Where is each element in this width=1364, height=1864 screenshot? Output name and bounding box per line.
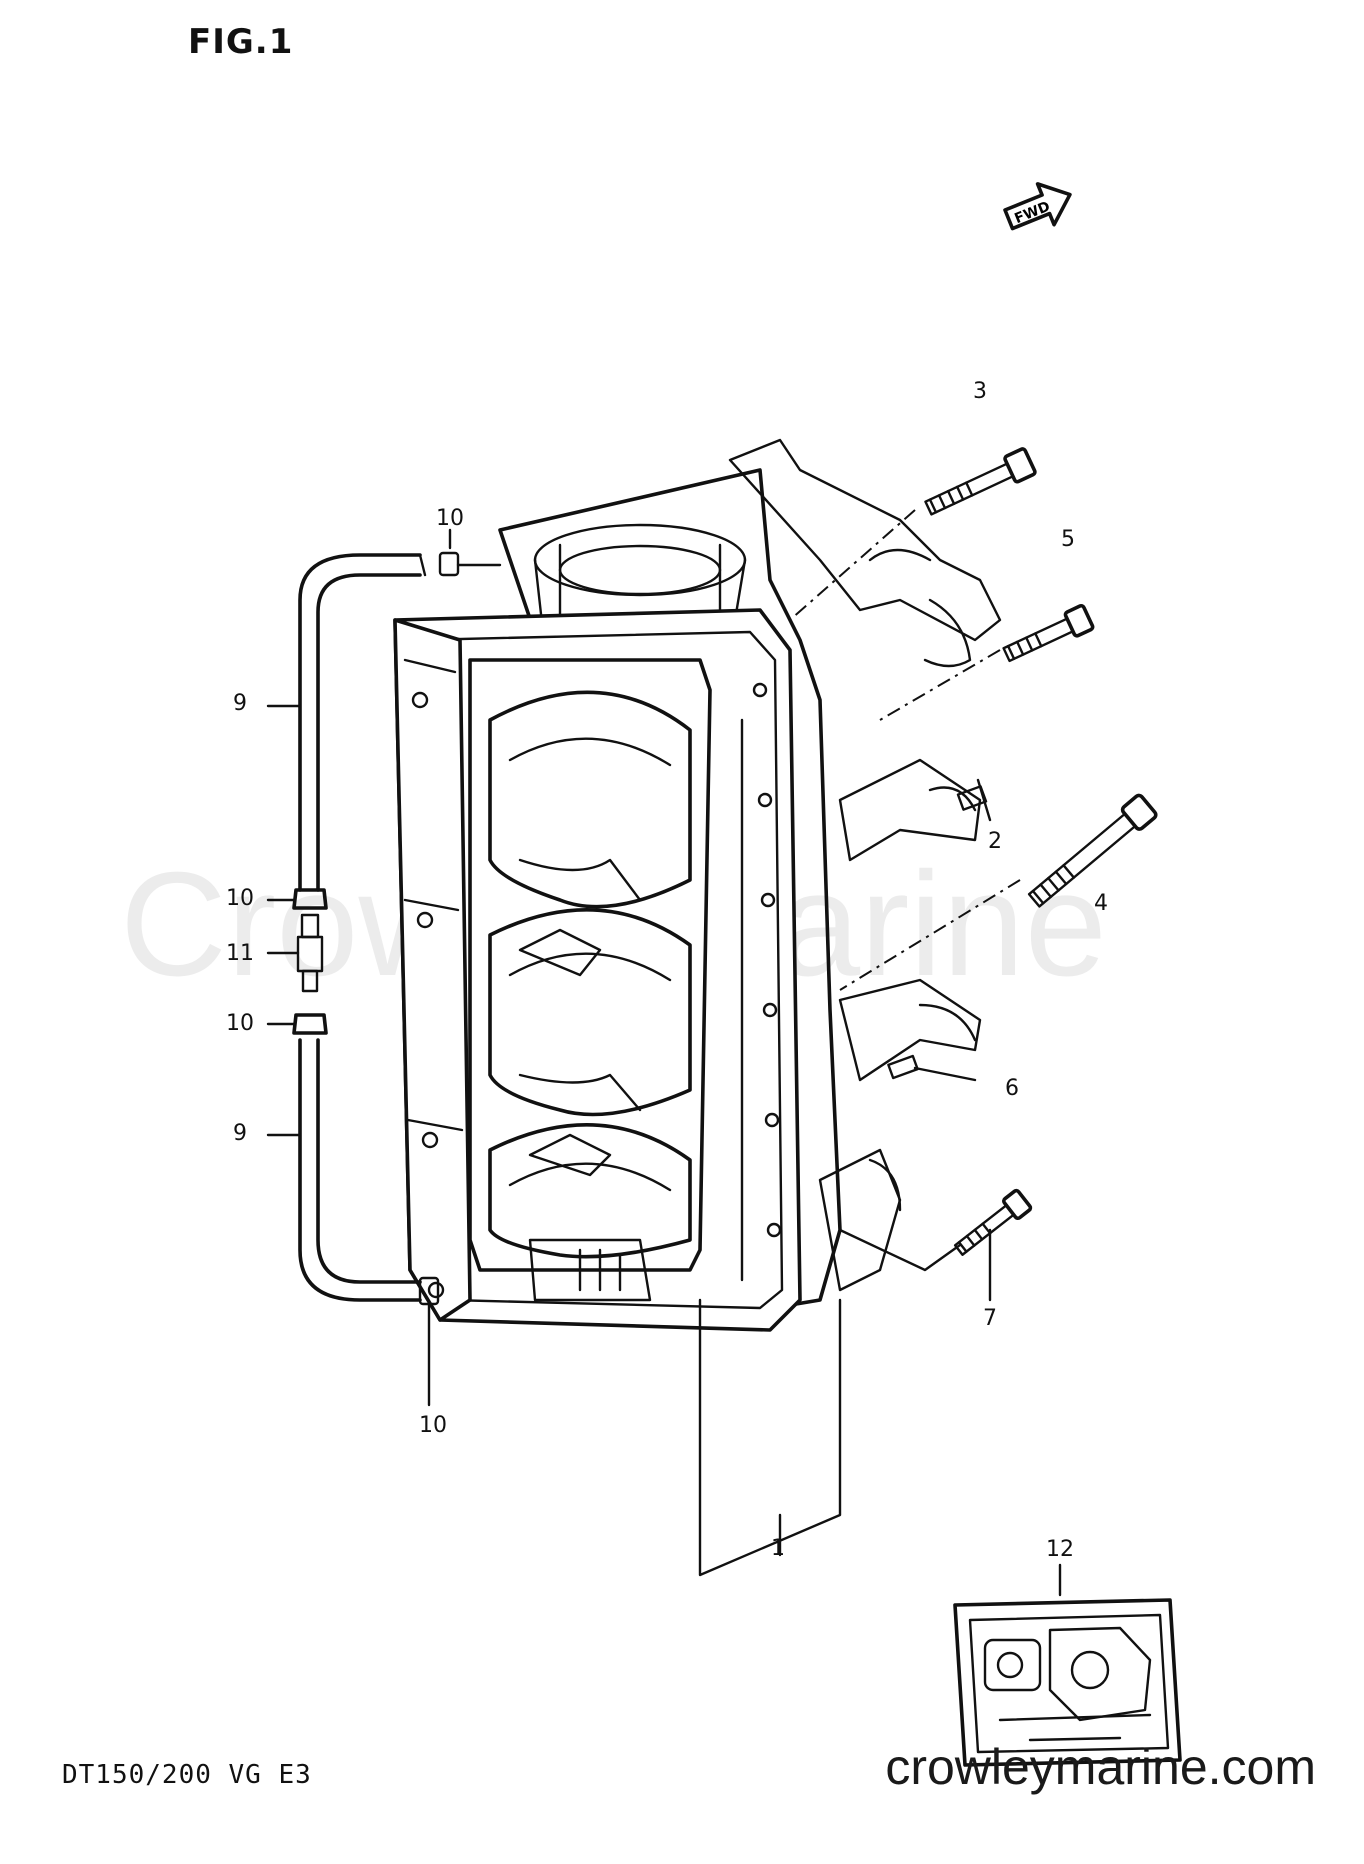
callout-3: 3 xyxy=(973,379,987,404)
callout-9-upper: 9 xyxy=(233,691,247,716)
callout-10-mid-upper: 10 xyxy=(226,886,254,911)
leader-7b xyxy=(838,1228,962,1272)
callout-12: 12 xyxy=(1046,1537,1074,1562)
bolt-7 xyxy=(953,1188,1033,1256)
callout-2: 2 xyxy=(988,829,1002,854)
cylinder-block xyxy=(393,438,1002,1332)
leader-3 xyxy=(789,509,916,621)
bolt-3 xyxy=(924,447,1037,516)
model-code: DT150/200 VG E3 xyxy=(62,1760,312,1790)
leader-2 xyxy=(976,778,992,822)
callout-10-bottom: 10 xyxy=(419,1413,447,1438)
gasket-set-12 xyxy=(953,1598,1182,1767)
callout-10-mid-lower: 10 xyxy=(226,1011,254,1036)
callout-9-lower: 9 xyxy=(233,1121,247,1146)
callout-10-top: 10 xyxy=(436,506,464,531)
bolt-5 xyxy=(1002,603,1095,663)
leader-6 xyxy=(913,1066,977,1082)
bleed-hose-assembly xyxy=(292,551,502,1306)
callout-5: 5 xyxy=(1061,527,1075,552)
callout-11: 11 xyxy=(226,941,254,966)
callout-7: 7 xyxy=(983,1306,997,1331)
bolt-6 xyxy=(887,1054,919,1080)
callout-6: 6 xyxy=(1005,1076,1019,1101)
leader-5 xyxy=(879,649,1001,721)
site-url: crowleymarine.com xyxy=(885,1739,1316,1795)
figure-title: FIG.1 xyxy=(188,22,294,62)
bolt-4 xyxy=(1027,793,1158,908)
callout-1: 1 xyxy=(771,1536,785,1561)
leader-1 xyxy=(698,1298,842,1577)
fwd-arrow-icon: FWD xyxy=(1003,182,1072,231)
callout-4: 4 xyxy=(1094,891,1108,916)
leader-4 xyxy=(839,879,1021,991)
